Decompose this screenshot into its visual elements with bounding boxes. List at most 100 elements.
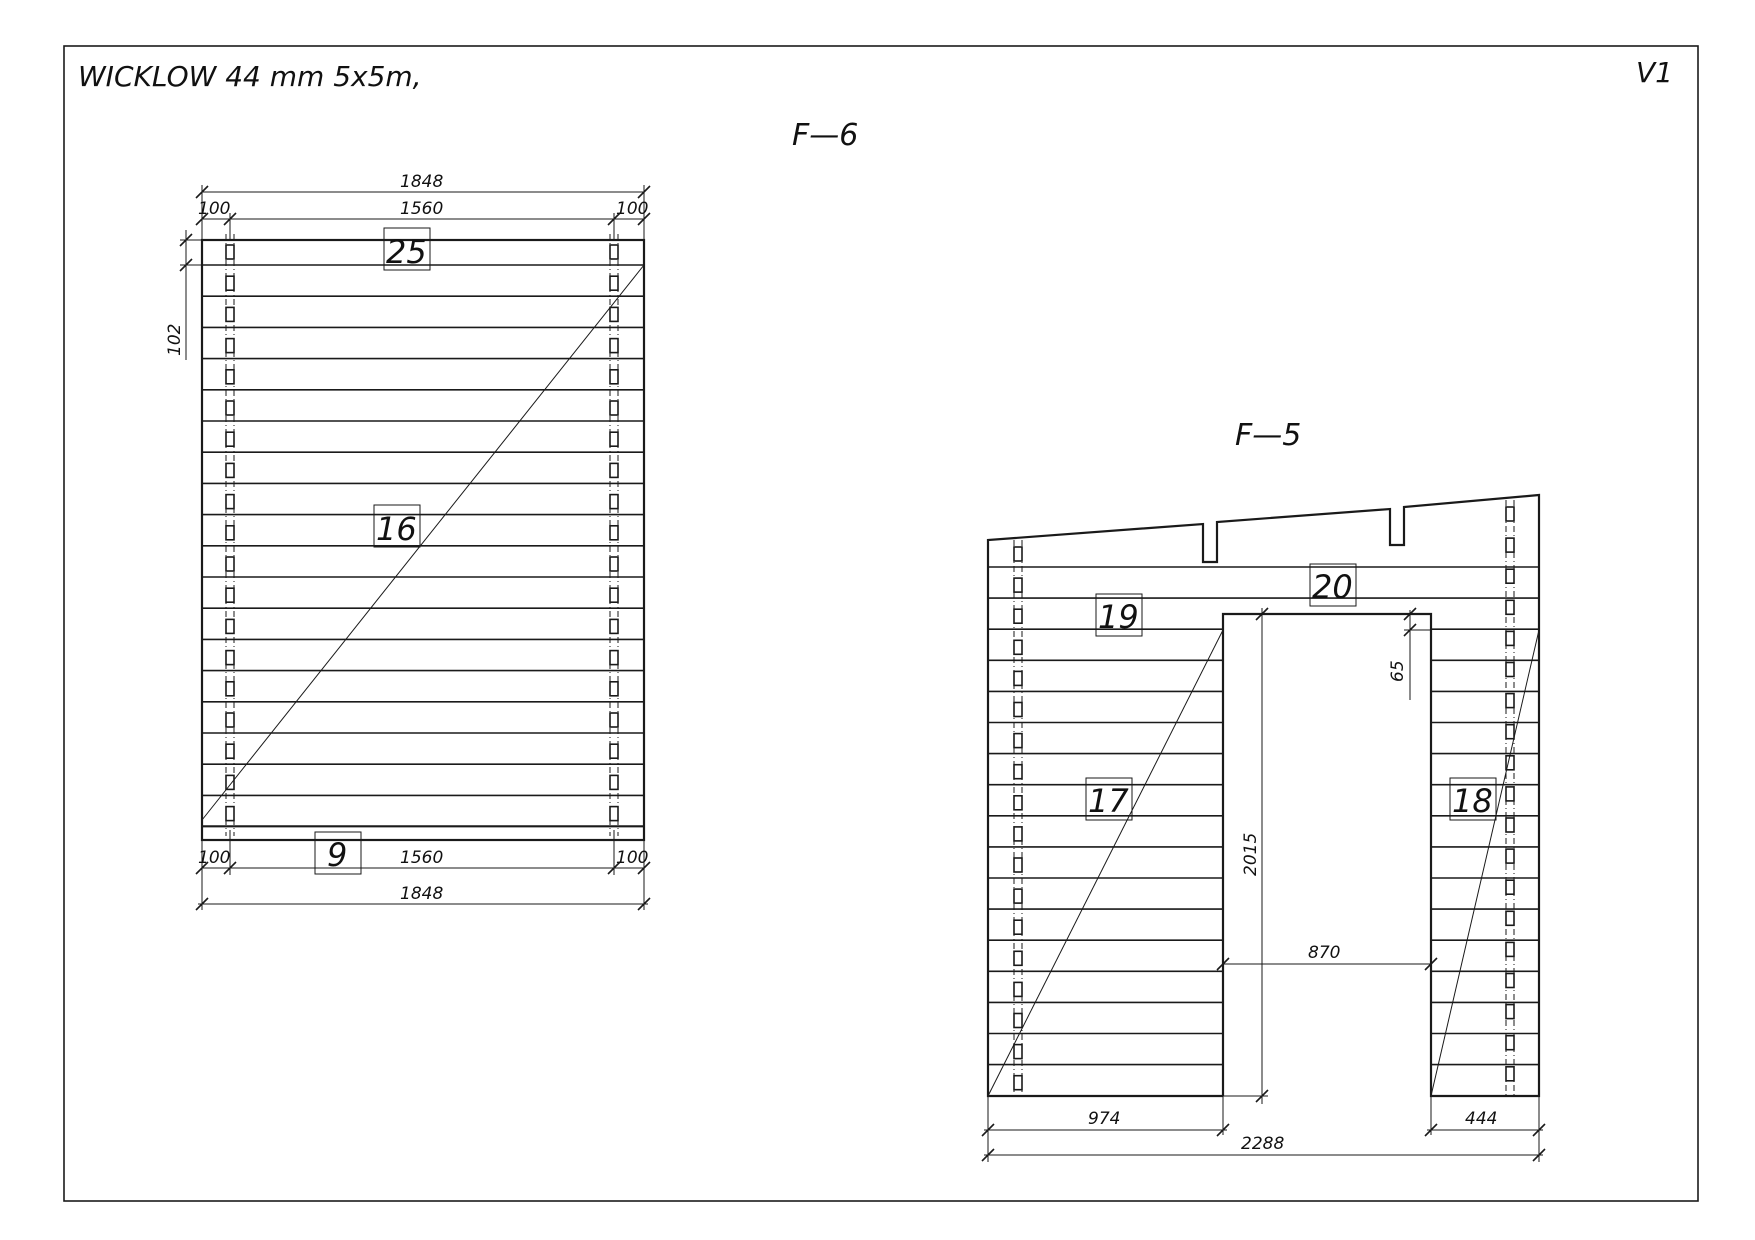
f5-stud-block — [1013, 981, 1023, 998]
drawing-title: WICKLOW 44 mm 5x5m, — [78, 60, 422, 93]
f5-mark-left-top: 19 — [1095, 593, 1143, 637]
f5-stud-block — [1505, 599, 1515, 616]
f6-dim-right-top: 100 — [616, 199, 648, 219]
f5-dim-opening-width: 870 — [1308, 943, 1340, 963]
f5-vertical-studs — [1013, 500, 1515, 1096]
f6-mark-middle-text: 16 — [376, 510, 417, 548]
f5-mark-left-top-text: 19 — [1098, 598, 1139, 636]
f6-stud-block — [225, 431, 235, 448]
f5-stud-block — [1013, 577, 1023, 593]
f5-left-brace — [987, 629, 1224, 1097]
f6-stud-block — [225, 306, 235, 323]
f5-stud-block — [1013, 919, 1023, 936]
f6-stud-block — [225, 805, 235, 822]
f6-dim-inner-bottom: 1560 — [400, 848, 443, 868]
f5-stud-block — [1505, 848, 1515, 864]
f6-stud-block — [225, 743, 235, 760]
f5-mark-left: 17 — [1085, 777, 1133, 821]
f6-stud-block — [225, 337, 235, 354]
f5-stud-block — [1505, 506, 1515, 522]
f6-dim-inner-top: 1560 — [400, 199, 443, 219]
f5-stud-block — [1505, 972, 1515, 989]
f6-stud-block — [609, 649, 619, 666]
f6-stud-block — [225, 400, 235, 416]
f5-mark-right-text: 18 — [1452, 782, 1493, 820]
f6-stud-block — [225, 556, 235, 572]
f5-stud-block — [1505, 568, 1515, 585]
f5-stud-block — [1013, 1043, 1023, 1060]
f5-stud-block — [1505, 941, 1515, 958]
f5-dim-opening-height: 2015 — [1241, 833, 1261, 876]
f5-stud-block — [1013, 732, 1023, 749]
f5-left-section-outline — [986, 493, 1541, 1098]
f6-mark-top: 25 — [383, 227, 431, 271]
f6-stud-block — [225, 493, 235, 510]
view-label-f6: F—6 — [792, 118, 858, 153]
f6-stud-block — [609, 368, 619, 385]
f6-stud-block — [225, 618, 235, 635]
view-label-f5: F—5 — [1235, 418, 1301, 453]
f5-dim-lintel: 65 — [1388, 660, 1408, 682]
f5-stud-block — [1013, 546, 1023, 562]
f5-stud-block — [1505, 630, 1515, 647]
f6-dim-left-bottom: 100 — [198, 848, 230, 868]
f5-mark-left-text: 17 — [1088, 782, 1129, 820]
f5-dim-overall: 2288 — [1241, 1134, 1284, 1154]
f6-stud-block — [609, 556, 619, 572]
f6-dim-right-bottom: 100 — [616, 848, 648, 868]
f6-stud-block — [225, 368, 235, 385]
f5-stud-block — [1505, 1066, 1515, 1082]
f6-stud-block — [609, 275, 619, 292]
f6-mark-middle: 16 — [373, 504, 421, 548]
f5-stud-block — [1505, 661, 1515, 678]
f5-stud-block — [1013, 794, 1023, 811]
f6-stud-block — [609, 743, 619, 760]
f6-stud-block — [225, 275, 235, 292]
f5-stud-block — [1013, 1012, 1023, 1029]
f5-dimensions — [981, 607, 1546, 1162]
f5-stud-block — [1505, 1034, 1515, 1051]
f6-stud-block — [225, 774, 235, 791]
f6-stud-block — [609, 462, 619, 479]
f6-stud-block — [609, 524, 619, 541]
f5-stud-block — [1013, 670, 1023, 687]
f6-dim-overall-top: 1848 — [400, 172, 443, 192]
f6-stud-block — [609, 306, 619, 323]
f5-dim-left-part: 974 — [1088, 1109, 1120, 1129]
f6-dimensions — [179, 185, 651, 911]
f5-stud-block — [1505, 879, 1515, 896]
f6-stud-block — [609, 618, 619, 635]
f6-stud-block — [609, 805, 619, 822]
f5-mark-top: 20 — [1309, 563, 1357, 607]
f5-stud-block — [1013, 608, 1023, 625]
f5-dim-right-part: 444 — [1465, 1109, 1497, 1129]
f6-stud-block — [609, 774, 619, 791]
f5-stud-block — [1013, 826, 1023, 842]
drawing-frame — [63, 45, 1699, 1202]
f5-stud-block — [1013, 639, 1023, 656]
f5-stud-block — [1013, 1074, 1023, 1091]
version-label: V1 — [1636, 56, 1673, 89]
f6-stud-block — [225, 680, 235, 697]
f5-stud-block — [1013, 857, 1023, 873]
f5-log-lines — [988, 566, 1539, 1066]
wall-f5 — [986, 493, 1541, 1098]
f6-dim-left-top: 100 — [198, 199, 230, 219]
f6-mark-top-text: 25 — [386, 233, 427, 271]
f6-dim-log-height: 102 — [165, 324, 185, 356]
f6-stud-block — [225, 462, 235, 479]
f6-stud-block — [609, 431, 619, 448]
f5-stud-block — [1505, 754, 1515, 771]
f5-mark-right: 18 — [1449, 777, 1497, 821]
f6-log-lines — [202, 264, 644, 828]
f6-outline — [200, 238, 646, 842]
f5-stud-block — [1505, 910, 1515, 927]
f6-stud-block — [609, 712, 619, 728]
f6-dim-overall-bottom: 1848 — [400, 884, 443, 904]
f6-stud-block — [609, 400, 619, 416]
f5-mark-top-text: 20 — [1312, 568, 1353, 606]
f6-stud-block — [609, 244, 619, 260]
f6-stud-block — [609, 680, 619, 697]
f5-stud-block — [1505, 692, 1515, 709]
